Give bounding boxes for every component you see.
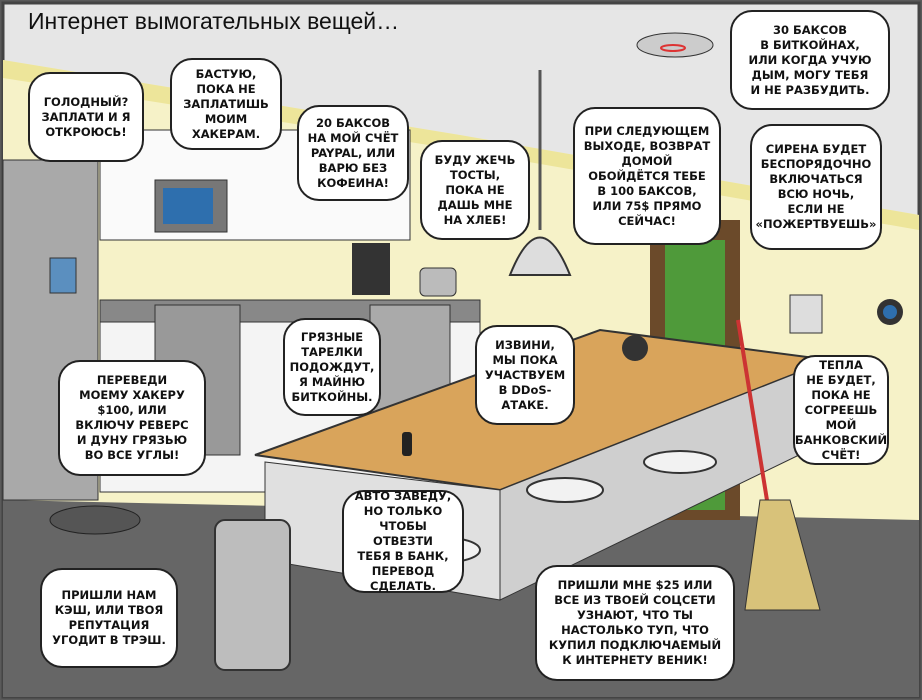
speech-bubble-fridge: ГОЛОДНЫЙ? ЗАПЛАТИ И Я ОТКРОЮСЬ!	[28, 72, 144, 162]
trash-can	[214, 519, 291, 671]
speech-bubble-microwave: БАСТУЮ, ПОКА НЕ ЗАПЛАТИШЬ МОИМ ХАКЕРАМ.	[170, 58, 282, 150]
robot-vacuum	[49, 505, 141, 535]
speech-bubble-smoke-detector: 30 БАКСОВ В БИТКОЙНАХ, ИЛИ КОГДА УЧУЮ ДЫ…	[730, 10, 890, 110]
speech-bubble-dishwasher: ГРЯЗНЫЕ ТАРЕЛКИ ПОДОЖДУТ, Я МАЙНЮ БИТКОЙ…	[283, 318, 381, 416]
speech-bubble-trash-can: ПРИШЛИ НАМ КЭШ, ИЛИ ТВОЯ РЕПУТАЦИЯ УГОДИ…	[40, 568, 178, 668]
speech-bubble-camera: ИЗВИНИ, МЫ ПОКА УЧАСТВУЕМ В DDoS- АТАКЕ.	[475, 325, 575, 425]
speech-bubble-door-lock: ПРИ СЛЕДУЮЩЕМ ВЫХОДЕ, ВОЗВРАТ ДОМОЙ ОБОЙ…	[573, 107, 721, 245]
comic-title: Интернет вымогательных вещей…	[28, 8, 400, 34]
stool	[643, 450, 717, 474]
speech-bubble-thermostat: ТЕПЛА НЕ БУДЕТ, ПОКА НЕ СОГРЕЕШЬ МОЙ БАН…	[793, 355, 889, 465]
speech-bubble-car-key: АВТО ЗАВЕДУ, НО ТОЛЬКО ЧТОБЫ ОТВЕЗТИ ТЕБ…	[342, 489, 464, 593]
speech-bubble-alarm: СИРЕНА БУДЕТ БЕСПОРЯДОЧНО ВКЛЮЧАТЬСЯ ВСЮ…	[750, 124, 882, 250]
speech-bubble-coffee-maker: 20 БАКСОВ НА МОЙ СЧЁТ PAYPAL, ИЛИ ВАРЮ Б…	[297, 105, 409, 201]
toaster	[419, 267, 457, 297]
speech-bubble-broom: ПРИШЛИ МНЕ $25 ИЛИ ВСЕ ИЗ ТВОЕЙ СОЦСЕТИ …	[535, 565, 735, 681]
car-key	[402, 432, 412, 456]
speech-bubble-toaster: БУДУ ЖЕЧЬ ТОСТЫ, ПОКА НЕ ДАШЬ МНЕ НА ХЛЕ…	[420, 140, 530, 240]
stool	[526, 477, 604, 503]
speech-bubble-robot-vacuum: ПЕРЕВЕДИ МОЕМУ ХАКЕРУ $100, ИЛИ ВКЛЮЧУ Р…	[58, 360, 206, 476]
pendant-lamp	[508, 236, 572, 276]
camera	[622, 335, 648, 361]
coffee-maker	[352, 243, 390, 295]
alarm-panel	[789, 294, 823, 334]
